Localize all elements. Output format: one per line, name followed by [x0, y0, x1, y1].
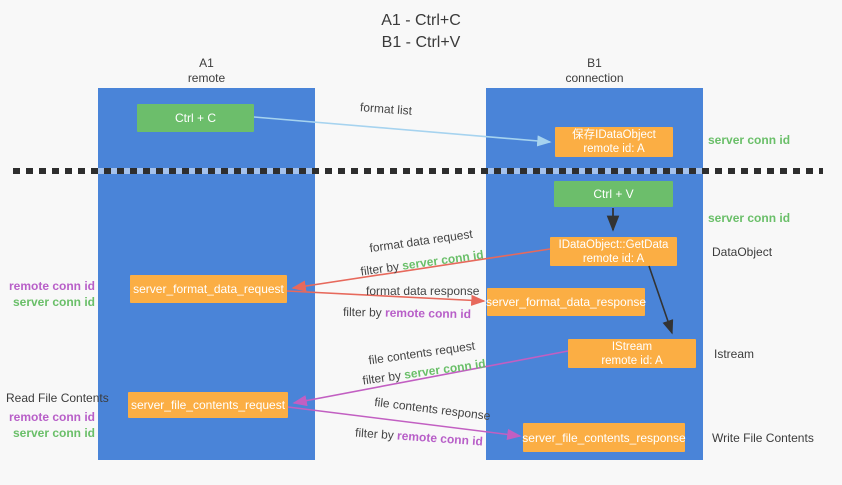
format-list-label: format list: [359, 100, 413, 118]
box-format-response-label: server_format_data_response: [485, 295, 647, 309]
box-save-idataobject-line2: remote id: A: [583, 143, 645, 155]
format-response-filter-label: filter by remote conn id: [342, 304, 472, 322]
box-ctrl-v: Ctrl + V: [554, 181, 673, 207]
dotted-divider-line: [13, 168, 823, 174]
column-b1-name: B1: [587, 56, 602, 70]
box-save-idataobject: 保存IDataObject remote id: A: [555, 127, 673, 157]
remote-conn-id-side-2: remote conn id: [8, 410, 95, 424]
file-response-filter-label: filter by remote conn id: [354, 425, 484, 449]
box-ctrl-c: Ctrl + C: [137, 104, 254, 132]
box-istream-line2: remote id: A: [601, 354, 663, 367]
dataobject-label: DataObject: [712, 245, 773, 259]
remote-conn-id-text-2: remote conn id: [396, 428, 484, 449]
column-a1-name: A1: [199, 56, 214, 70]
server-conn-id-side-1: server conn id: [12, 295, 95, 309]
box-getdata-line2: remote id: A: [582, 252, 645, 265]
istream-label: Istream: [714, 347, 755, 361]
box-istream-line1: IStream: [611, 340, 653, 353]
title-line-2: B1 - Ctrl+V: [381, 34, 461, 51]
read-file-contents-label: Read File Contents: [6, 391, 109, 405]
remote-conn-id-side-1: remote conn id: [8, 279, 95, 293]
diagram-title: A1 - Ctrl+C B1 - Ctrl+V: [0, 10, 842, 54]
column-a1-role: remote: [187, 71, 226, 85]
box-server-file-contents-request: server_file_contents_request: [128, 392, 288, 418]
format-conn-id-pair: remote conn id server conn id: [0, 278, 95, 310]
file-contents-response-label: file contents response: [373, 394, 492, 424]
box-save-idataobject-line1: 保存IDataObject: [572, 129, 656, 141]
format-data-response-label: format data response: [366, 284, 480, 298]
box-server-file-contents-response: server_file_contents_response: [522, 423, 686, 452]
file-conn-id-pair: remote conn id server conn id: [0, 409, 95, 441]
box-idataobject-getdata: IDataObject::GetData remote id: A: [550, 237, 677, 266]
box-server-format-data-response: server_format_data_response: [485, 288, 647, 316]
box-ctrl-c-label: Ctrl + C: [174, 111, 216, 125]
box-istream: IStream remote id: A: [568, 339, 696, 368]
title-line-1: A1 - Ctrl+C: [381, 12, 461, 29]
server-conn-id-label-top: server conn id: [708, 133, 791, 147]
box-file-request-label: server_file_contents_request: [130, 398, 286, 412]
server-conn-id-text: server conn id: [401, 247, 485, 273]
column-b1-role: connection: [565, 71, 624, 85]
box-file-response-label: server_file_contents_response: [522, 430, 686, 445]
box-ctrl-v-label: Ctrl + V: [593, 187, 634, 201]
write-file-contents-label: Write File Contents: [712, 431, 814, 445]
server-conn-id-label-mid: server conn id: [708, 211, 791, 225]
box-getdata-line1: IDataObject::GetData: [558, 238, 669, 251]
box-format-request-label: server_format_data_request: [133, 282, 284, 296]
remote-conn-id-text: remote conn id: [384, 305, 472, 322]
column-a1-header: A1 remote: [98, 56, 315, 86]
server-conn-id-side-2: server conn id: [12, 426, 95, 440]
box-server-format-data-request: server_format_data_request: [130, 275, 287, 303]
column-b1-header: B1 connection: [486, 56, 703, 86]
